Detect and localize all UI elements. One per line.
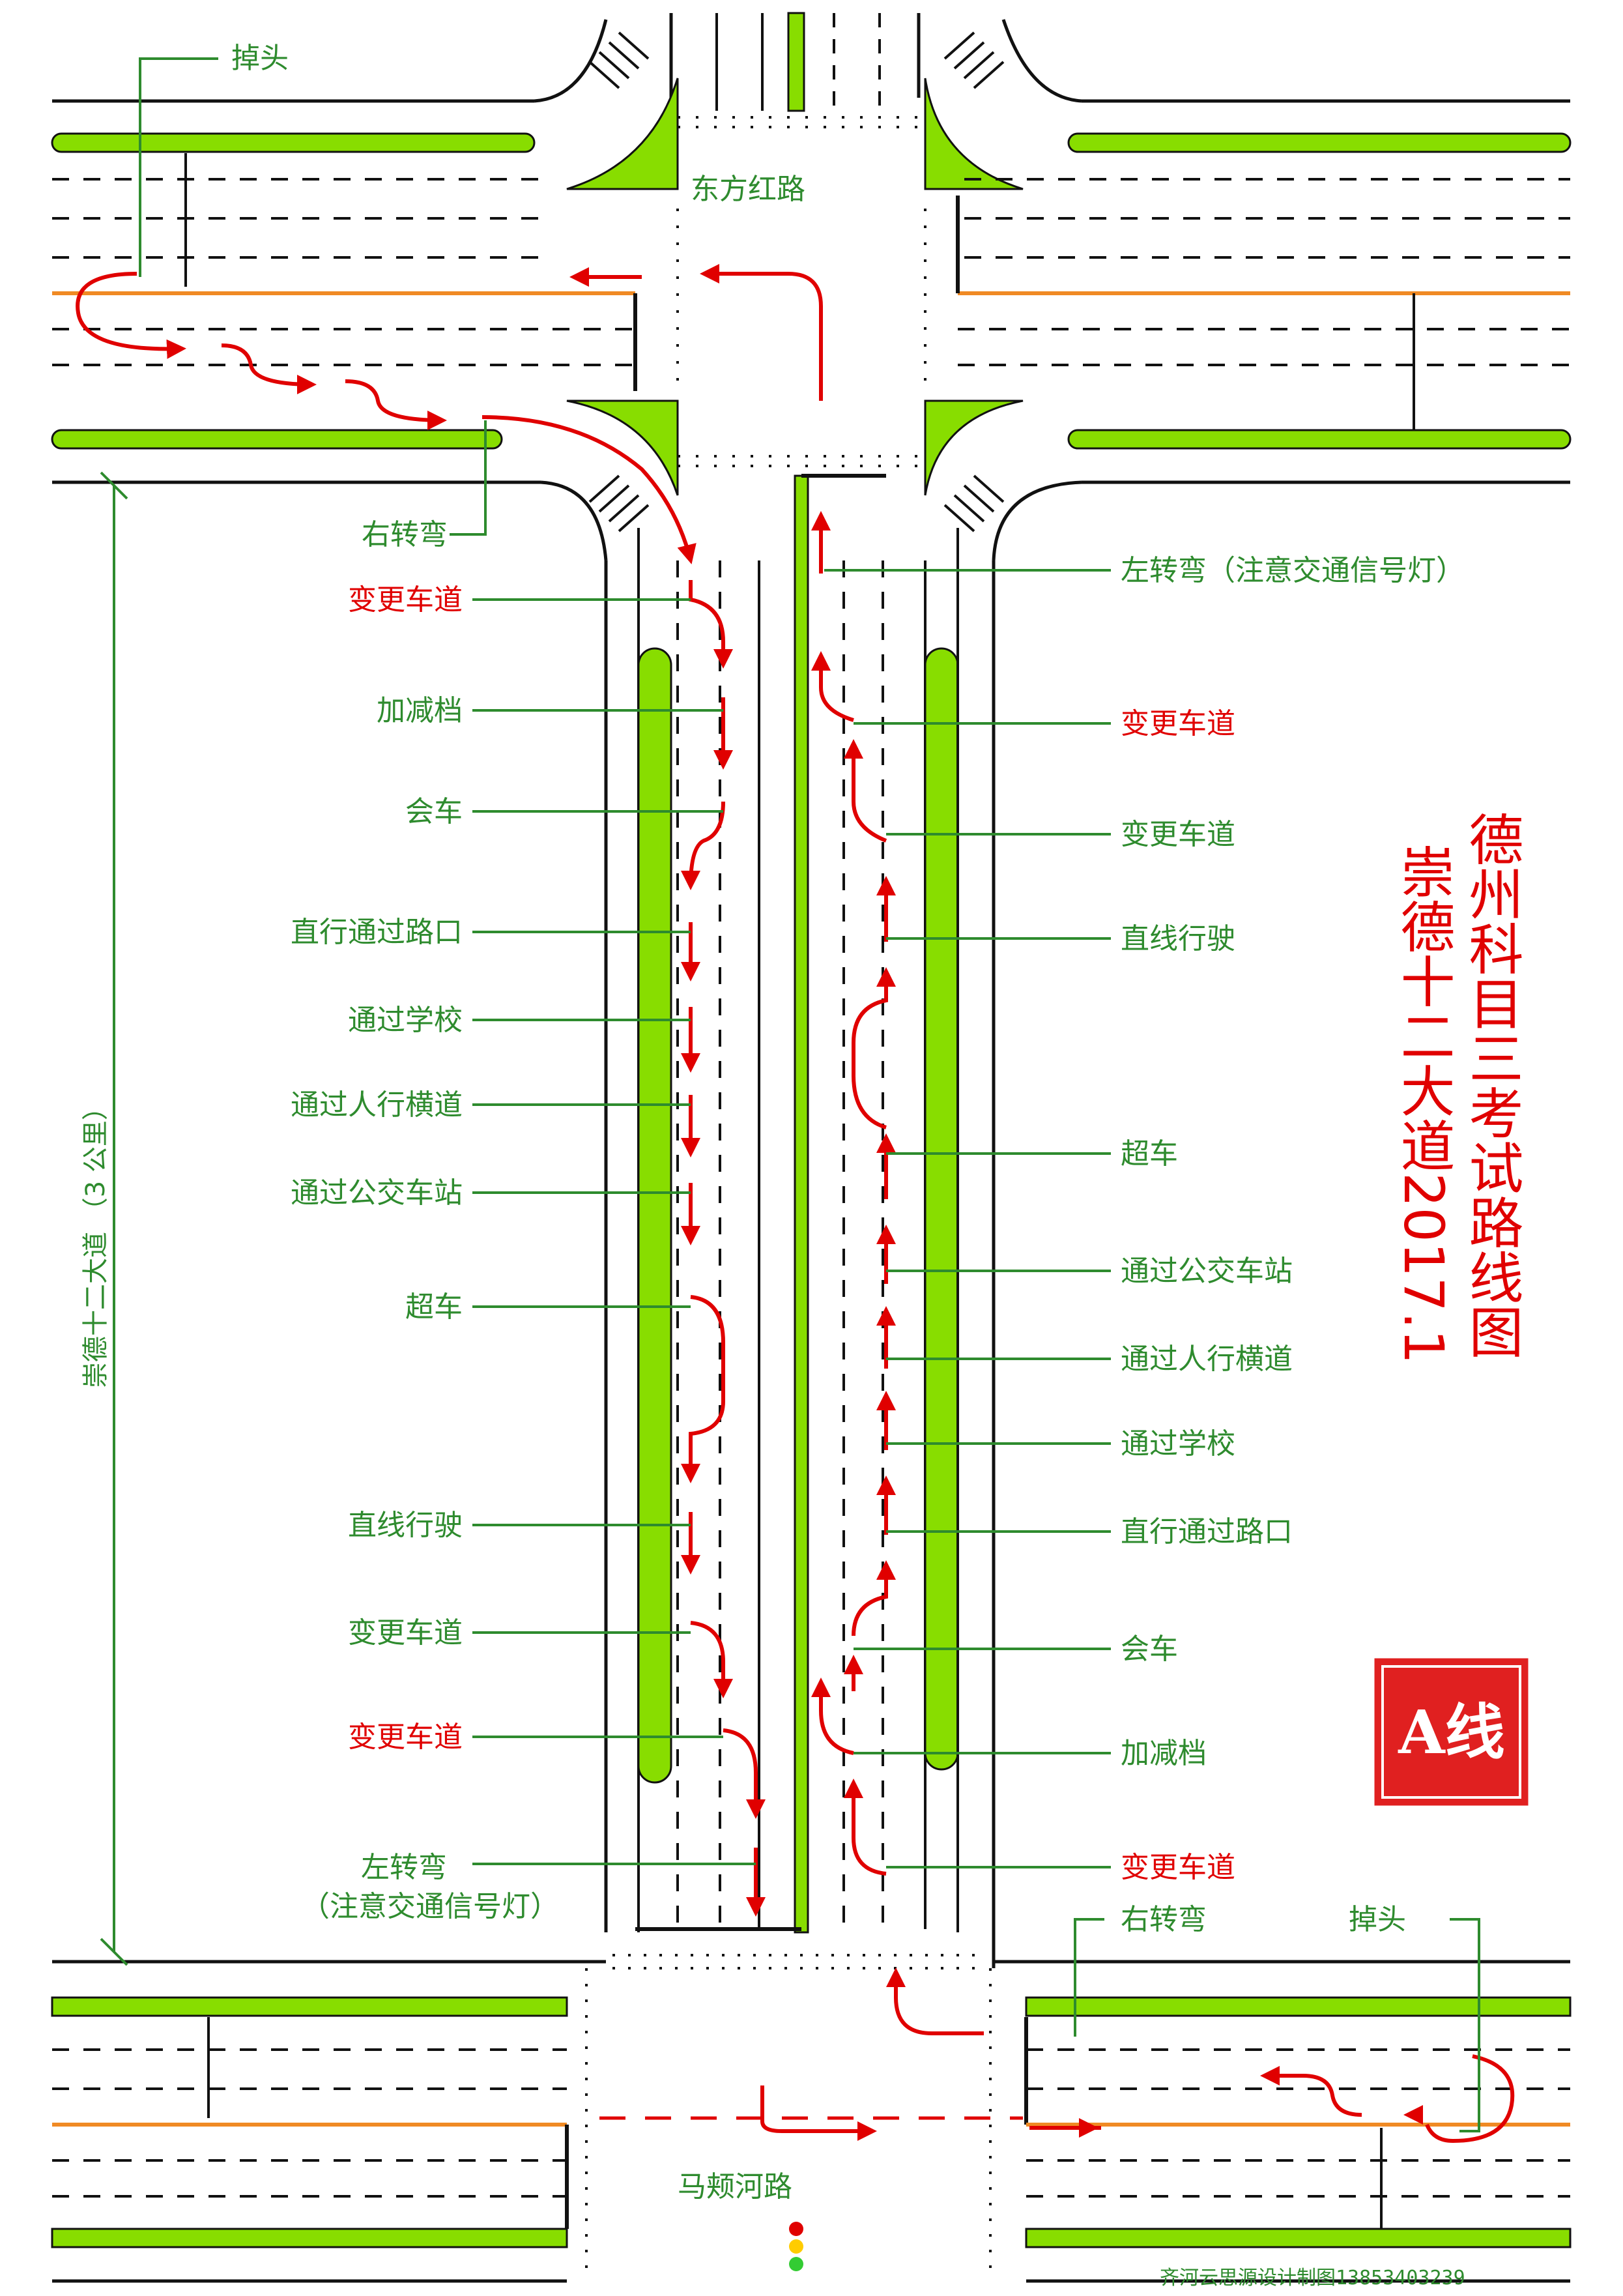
- bottom-street-name: 马颊河路: [678, 2170, 792, 2203]
- bottom-right-turn-label: 右转弯: [1121, 1903, 1207, 1936]
- map-title: 德州科目三考试路线图 崇德十二大道2017.1: [1392, 811, 1524, 1364]
- route-arrows: [76, 264, 1515, 2143]
- title-line2: 崇德十二大道2017.1: [1392, 844, 1456, 1364]
- right-label: 超车: [1121, 1137, 1178, 1170]
- top-route-labels: 掉头 右转弯: [231, 42, 448, 551]
- right-label: 变更车道: [1121, 707, 1235, 740]
- left-labels: 变更车道加减档会车直行通过路口通过学校通过人行横道通过公交车站超车直线行驶变更车…: [291, 583, 463, 1754]
- right-label: 加减档: [1121, 1737, 1207, 1770]
- left-label: 会车: [405, 795, 463, 828]
- right-label: 左转弯（注意交通信号灯）: [1121, 554, 1465, 587]
- left-final-label-line1: 左转弯: [361, 1851, 447, 1884]
- credit-text: 齐河云思源设计制图13853403239: [1160, 2267, 1465, 2289]
- top-u-turn-label: 掉头: [231, 42, 289, 75]
- right-label: 通过学校: [1121, 1427, 1235, 1460]
- right-label: 通过人行横道: [1121, 1343, 1293, 1376]
- right-label: 直行通过路口: [1121, 1515, 1293, 1548]
- right-label: 变更车道: [1121, 818, 1235, 851]
- right-label: 会车: [1121, 1633, 1178, 1666]
- right-label: 通过公交车站: [1121, 1255, 1293, 1288]
- left-label: 通过公交车站: [291, 1176, 463, 1210]
- title-line1: 德州科目三考试路线图: [1460, 811, 1524, 1359]
- left-label: 变更车道: [348, 583, 463, 617]
- top-right-turn-label: 右转弯: [362, 518, 448, 551]
- right-label: 变更车道: [1121, 1851, 1235, 1884]
- leader-lines: [139, 57, 1480, 2132]
- left-label: 变更车道: [348, 1721, 463, 1754]
- left-label: 通过学校: [348, 1004, 463, 1037]
- distance-marker: [100, 471, 128, 1966]
- red-light: [789, 2222, 803, 2236]
- top-street-name: 东方红路: [691, 173, 805, 206]
- right-labels: 左转弯（注意交通信号灯）变更车道变更车道直线行驶超车通过公交车站通过人行横道通过…: [1121, 554, 1465, 1884]
- left-final-label-line2: （注意交通信号灯）: [301, 1890, 559, 1923]
- badge-text: A线: [1398, 1697, 1504, 1767]
- left-label: 直行通过路口: [291, 916, 463, 949]
- left-label: 通过人行横道: [291, 1088, 463, 1122]
- bottom-route-labels: 右转弯 掉头: [1121, 1903, 1406, 1936]
- bottom-u-turn-label: 掉头: [1349, 1903, 1406, 1936]
- main-road-distance: 崇德十二大道 （3 公里）: [81, 1094, 111, 1388]
- left-label: 超车: [405, 1290, 463, 1324]
- top-intersection: [51, 12, 1572, 561]
- left-final-label: 左转弯 （注意交通信号灯）: [301, 1851, 559, 1923]
- route-badge: A线: [1374, 1658, 1529, 1806]
- traffic-light: [789, 2222, 803, 2271]
- right-label: 直线行驶: [1121, 922, 1235, 955]
- yellow-light: [789, 2239, 803, 2254]
- left-label: 直线行驶: [348, 1509, 463, 1542]
- left-label: 变更车道: [348, 1616, 463, 1649]
- left-label: 加减档: [377, 694, 463, 727]
- main-road: [604, 474, 996, 1968]
- street-names: 东方红路 马颊河路 崇德十二大道 （3 公里）: [81, 173, 805, 2203]
- green-light: [789, 2257, 803, 2271]
- bottom-intersection: [51, 1954, 1572, 2283]
